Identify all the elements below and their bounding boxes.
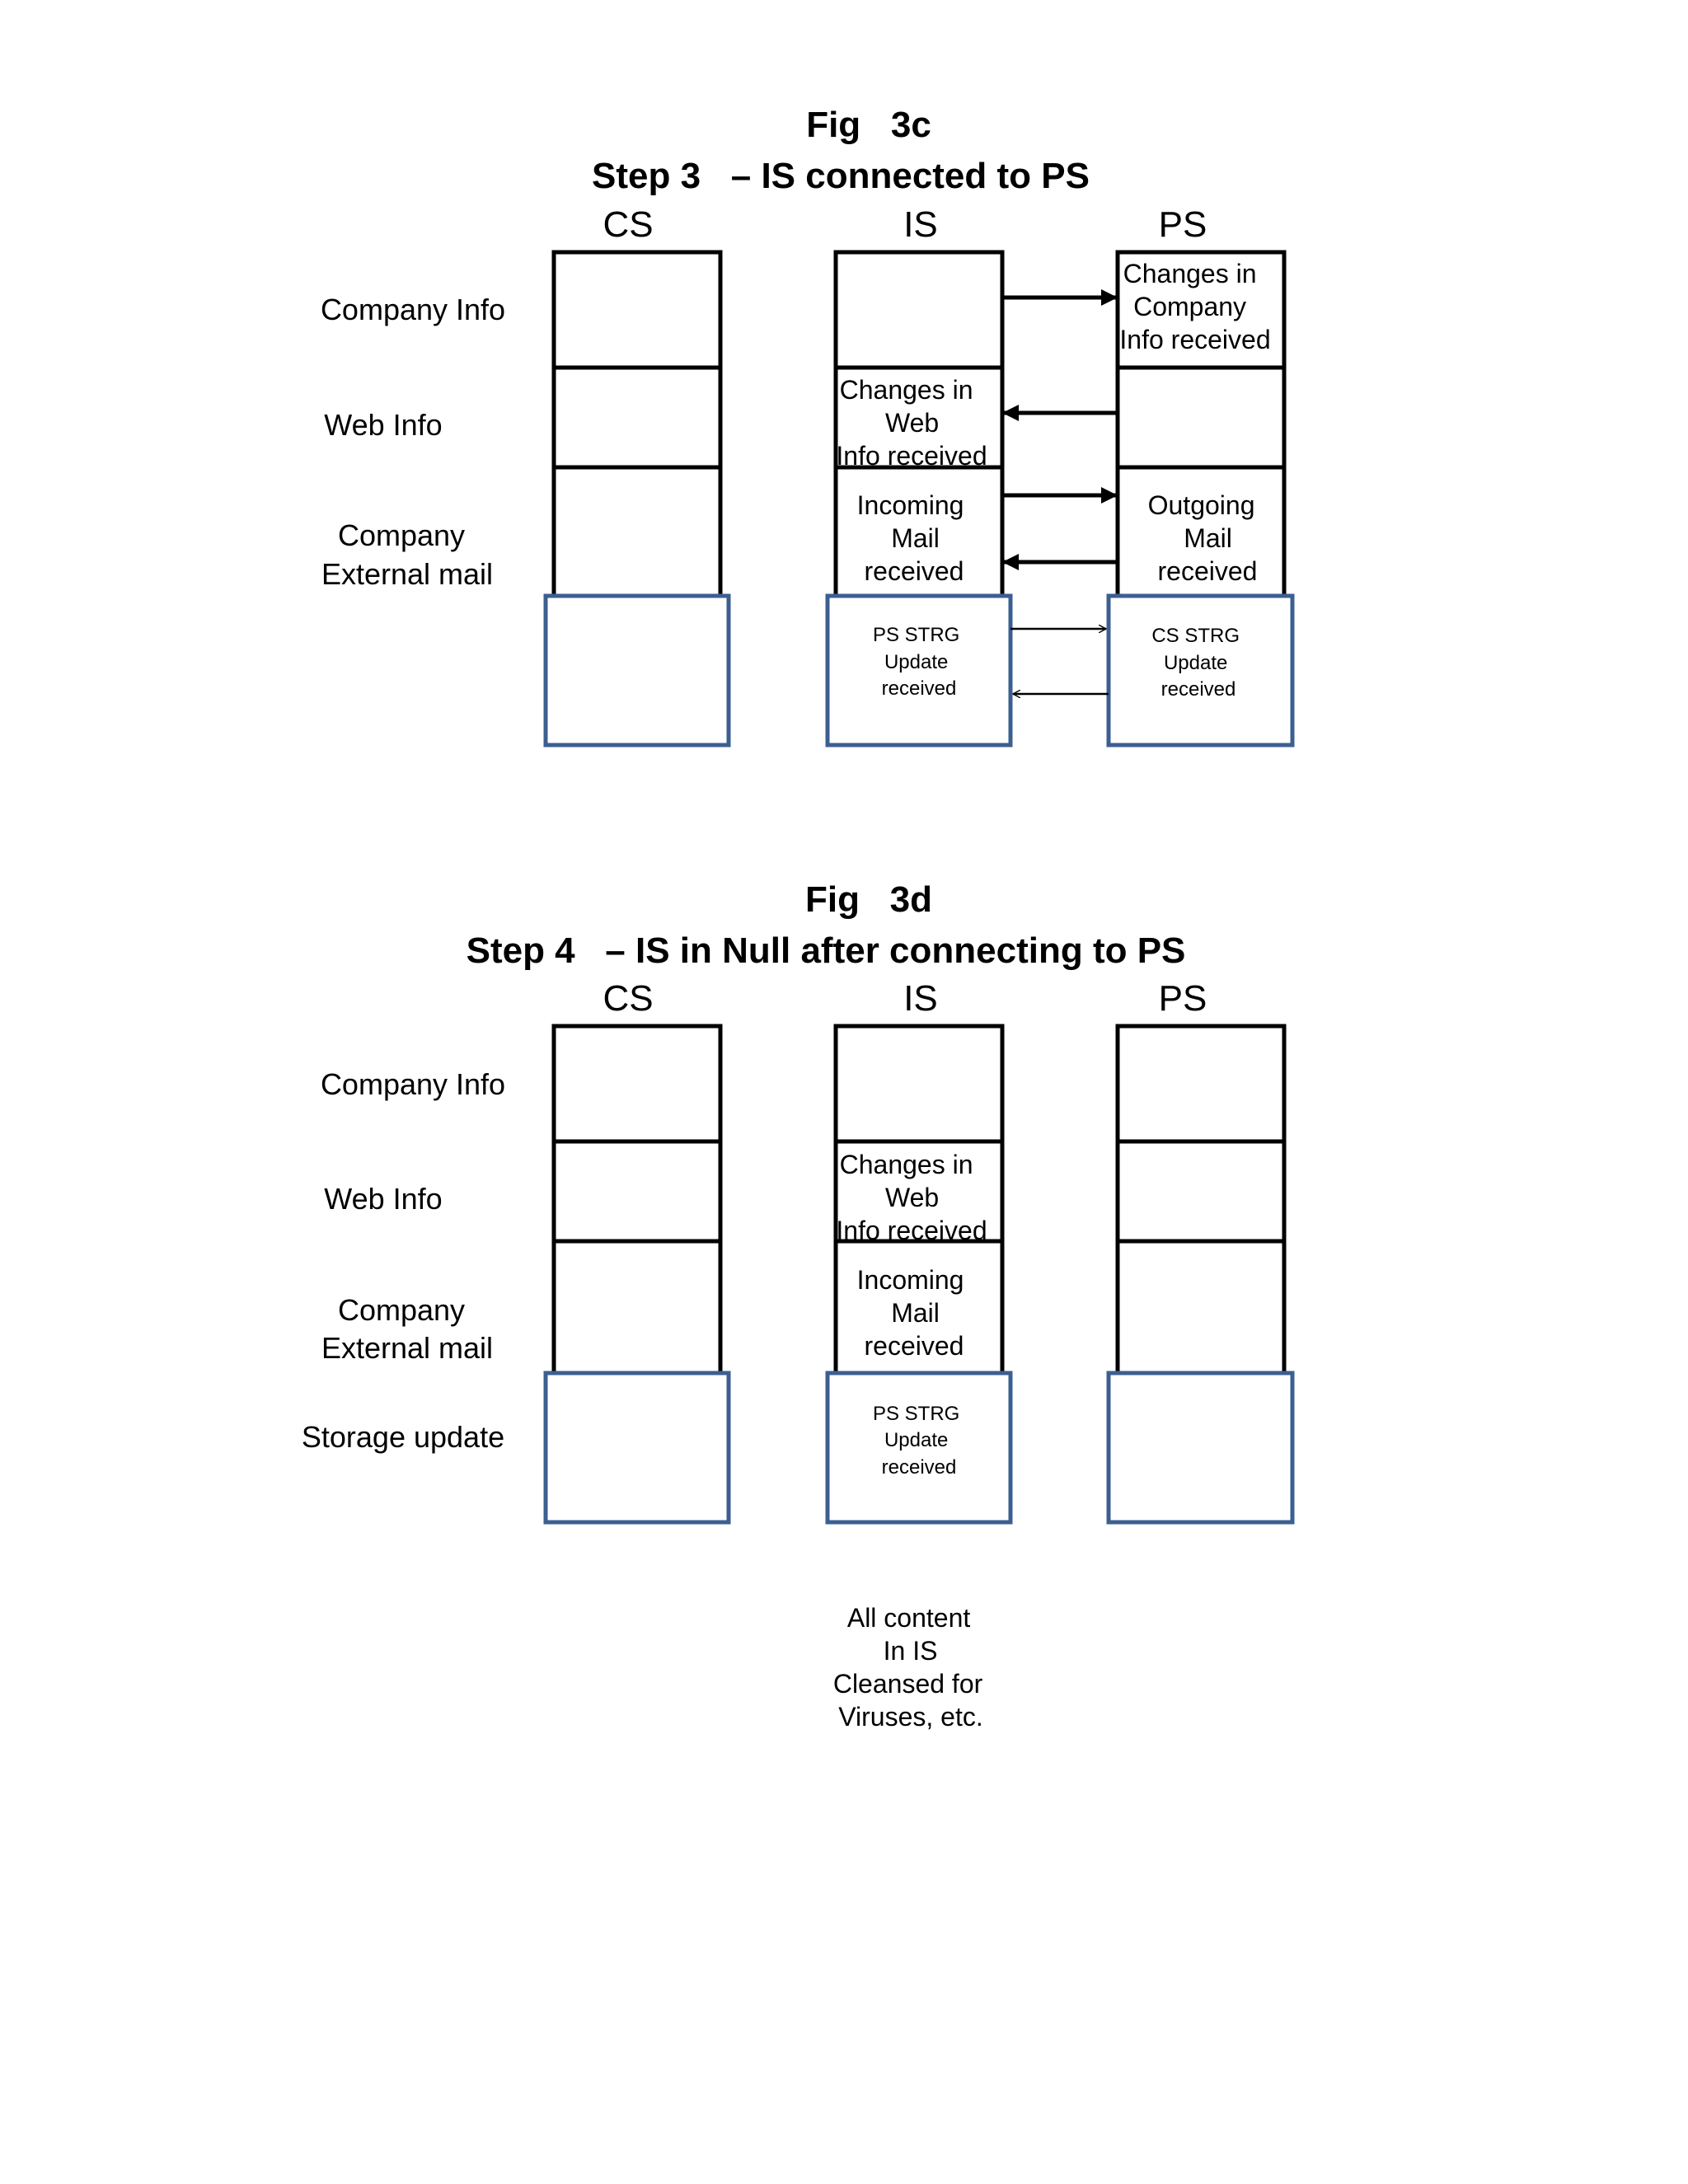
fig-3d-cs-mail-cell [551,1239,723,1376]
fig-3c-row-company-info: Company Info [321,293,505,326]
fig-3c-col-cs: CS [603,204,653,245]
fig-3d-row-storage-update: Storage update [302,1420,504,1454]
fig-3d-col-is: IS [903,978,938,1019]
fig-3d-is-web-info-text: Changes in Web Info received [836,1150,987,1245]
fig-3d-is-column: Changes in Web Info received Incoming Ma… [825,1024,1013,1525]
fig-3c-ps-storage-cell [1106,593,1295,748]
fig-3c-col-is: IS [903,204,938,245]
fig-3d-row-company-info: Company Info [321,1067,505,1101]
fig-3d-cs-company-info-cell [551,1024,723,1144]
fig-3c-ps-company-info-text: Changes in Company Info received [1119,259,1270,354]
fig-3c-is-mail-text: Incoming Mail received [857,490,972,586]
fig-3c-ps-web-info-cell [1115,365,1287,470]
fig-3d-row-external-mail: Company External mail [321,1293,493,1365]
fig-3d-is-storage-text: PS STRG Update received [873,1403,965,1479]
fig-3c-is-column: Changes in Web Info received Incoming Ma… [825,250,1013,748]
fig-3d-is-storage-cell [825,1371,1013,1525]
fig-3c-ps-column: Changes in Company Info received Outgoin… [1106,250,1295,748]
fig-3d-ps-company-info-cell [1115,1024,1287,1144]
fig-3d-ps-column [1106,1024,1295,1525]
fig-3d-subtitle: Step 4 – IS in Null after connecting to … [467,930,1186,971]
fig-3c-ps-storage-text: CS STRG Update received [1151,625,1245,701]
fig-3d-col-cs: CS [603,978,653,1019]
fig-3c-cs-web-info-cell [551,365,723,470]
fig-3c-cs-mail-cell [551,465,723,598]
fig-3d-is-company-info-cell [833,1024,1005,1144]
fig-3c-is-company-info-cell [833,250,1005,370]
fig-3c-cs-storage-cell [543,593,731,748]
fig-3c-cs-company-info-cell [551,250,723,370]
fig-3d-ps-storage-cell [1106,1371,1295,1525]
fig-3c-col-ps: PS [1159,204,1207,245]
fig-3c-is-mail-cell [833,465,1005,598]
fig-3d-row-web-info: Web Info [324,1182,442,1216]
fig-3d-cs-web-info-cell [551,1139,723,1244]
fig-3c-row-web-info: Web Info [324,408,442,442]
fig-3d-ps-mail-cell [1115,1239,1287,1376]
fig-3c-is-web-info-cell [833,365,1005,470]
fig-3c-ps-company-info-cell [1115,250,1287,370]
fig-3c-title: Fig 3c [806,105,931,145]
fig-3d-col-ps: PS [1159,978,1207,1019]
cleansing-note: All content In IS Cleansed for Viruses, … [833,1603,990,1732]
fig-3c-is-web-info-text: Changes in Web Info received [836,375,987,471]
fig-3c-ps-mail-text: Outgoing Mail received [1148,490,1263,586]
fig-3c: Fig 3c Step 3 – IS connected to PS CS IS… [321,105,1295,748]
fig-3c-subtitle: Step 3 – IS connected to PS [592,156,1090,196]
fig-3c-row-external-mail: Company External mail [321,518,493,591]
fig-3d-cs-storage-cell [543,1371,731,1525]
fig-3d-ps-web-info-cell [1115,1139,1287,1244]
fig-3d-is-mail-cell [833,1239,1005,1376]
fig-3d-cs-column [543,1024,731,1525]
fig-3c-ps-mail-cell [1115,465,1287,598]
fig-3d-title: Fig 3d [805,879,932,920]
fig-3c-is-storage-cell [825,593,1013,748]
fig-3c-cs-column [543,250,731,748]
fig-3d-is-mail-text: Incoming Mail received [857,1265,972,1361]
fig-3d: Fig 3d Step 4 – IS in Null after connect… [302,879,1295,1732]
fig-3c-arrows [1002,289,1118,694]
fig-3c-is-storage-text: PS STRG Update received [873,624,965,700]
